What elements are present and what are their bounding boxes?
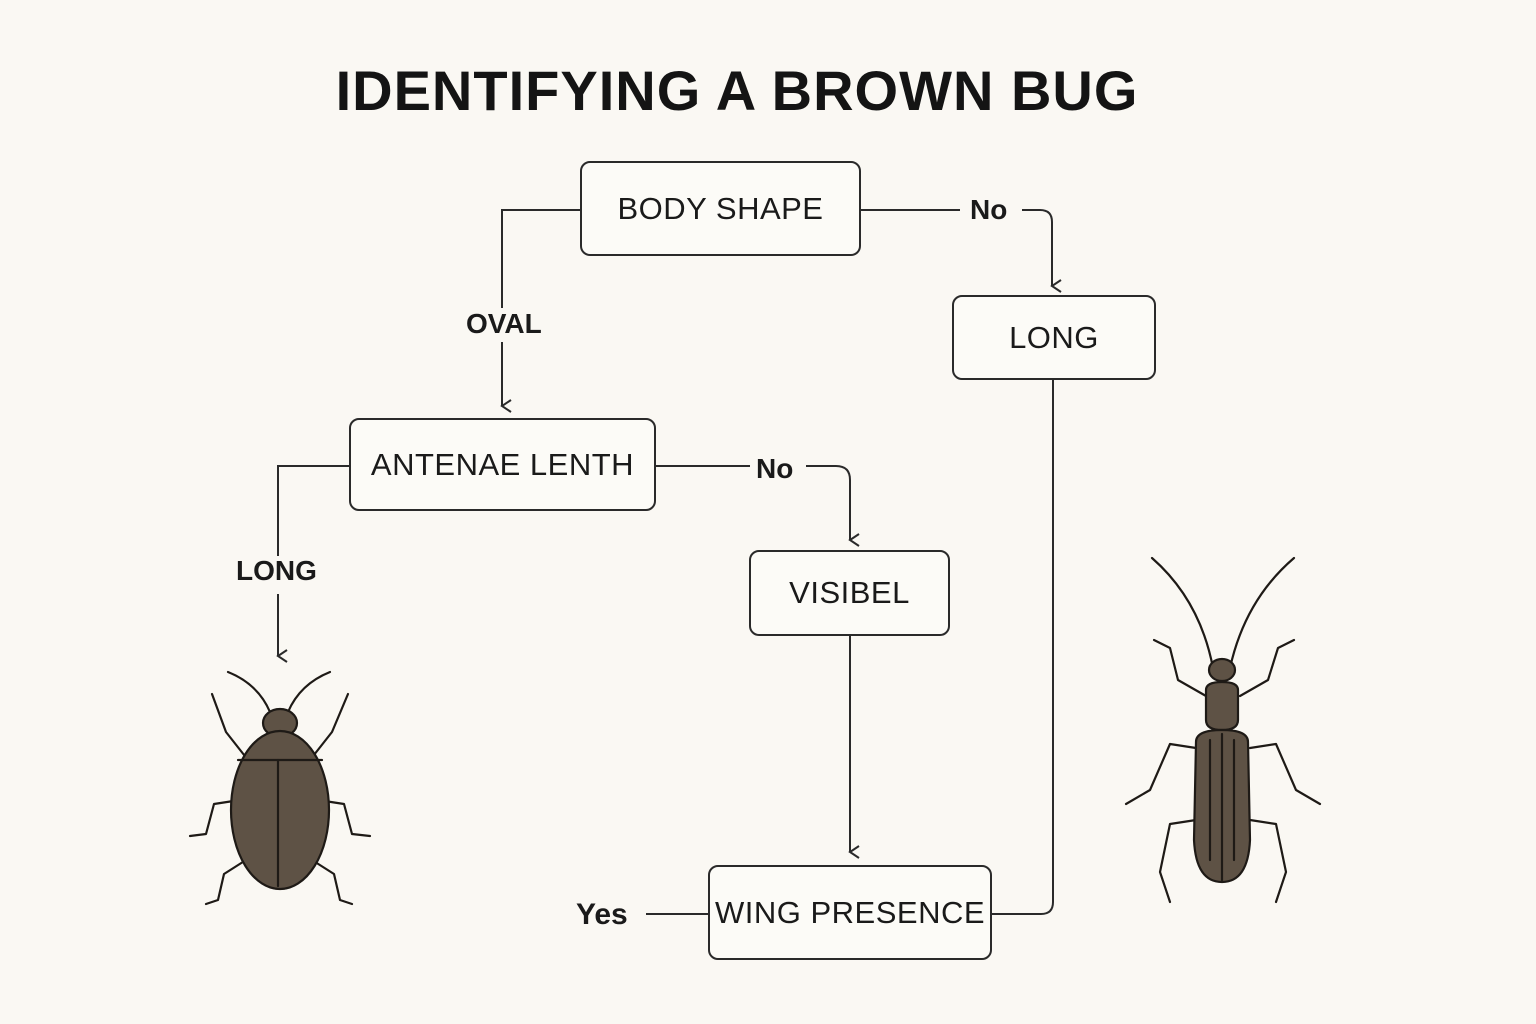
edge-label-oval: OVAL bbox=[462, 310, 546, 338]
edge-label-no-middle: No bbox=[752, 455, 798, 483]
node-visibel: VISIBEL bbox=[749, 550, 950, 636]
node-antenae-lenth-label: ANTENAE LENTH bbox=[370, 446, 635, 482]
node-wing-presence-label: WING PRESENCE bbox=[714, 894, 986, 930]
edge-label-yes: Yes bbox=[572, 900, 632, 930]
node-long-label: LONG bbox=[1009, 319, 1099, 355]
long-brown-beetle-icon bbox=[1124, 556, 1322, 904]
edge-antenae-to-long-label bbox=[277, 465, 349, 556]
edge-label-no-top: No bbox=[966, 196, 1012, 224]
oval-brown-beetle-icon bbox=[188, 670, 372, 906]
node-body-shape: BODY SHAPE bbox=[580, 161, 861, 256]
node-wing-presence: WING PRESENCE bbox=[708, 865, 992, 960]
edge-no-to-long bbox=[1022, 209, 1062, 293]
edge-label-long-left: LONG bbox=[232, 557, 321, 585]
edge-no-to-visibel bbox=[806, 465, 860, 547]
edge-long-to-wing bbox=[992, 380, 1054, 915]
diagram-title: IDENTIFYING A BROWN BUG bbox=[335, 59, 1139, 122]
node-visibel-label: VISIBEL bbox=[789, 575, 910, 610]
node-body-shape-label: BODY SHAPE bbox=[617, 190, 824, 226]
node-long: LONG bbox=[952, 295, 1156, 380]
edge-body-shape-to-oval bbox=[501, 209, 580, 308]
node-antenae-lenth: ANTENAE LENTH bbox=[349, 418, 656, 511]
